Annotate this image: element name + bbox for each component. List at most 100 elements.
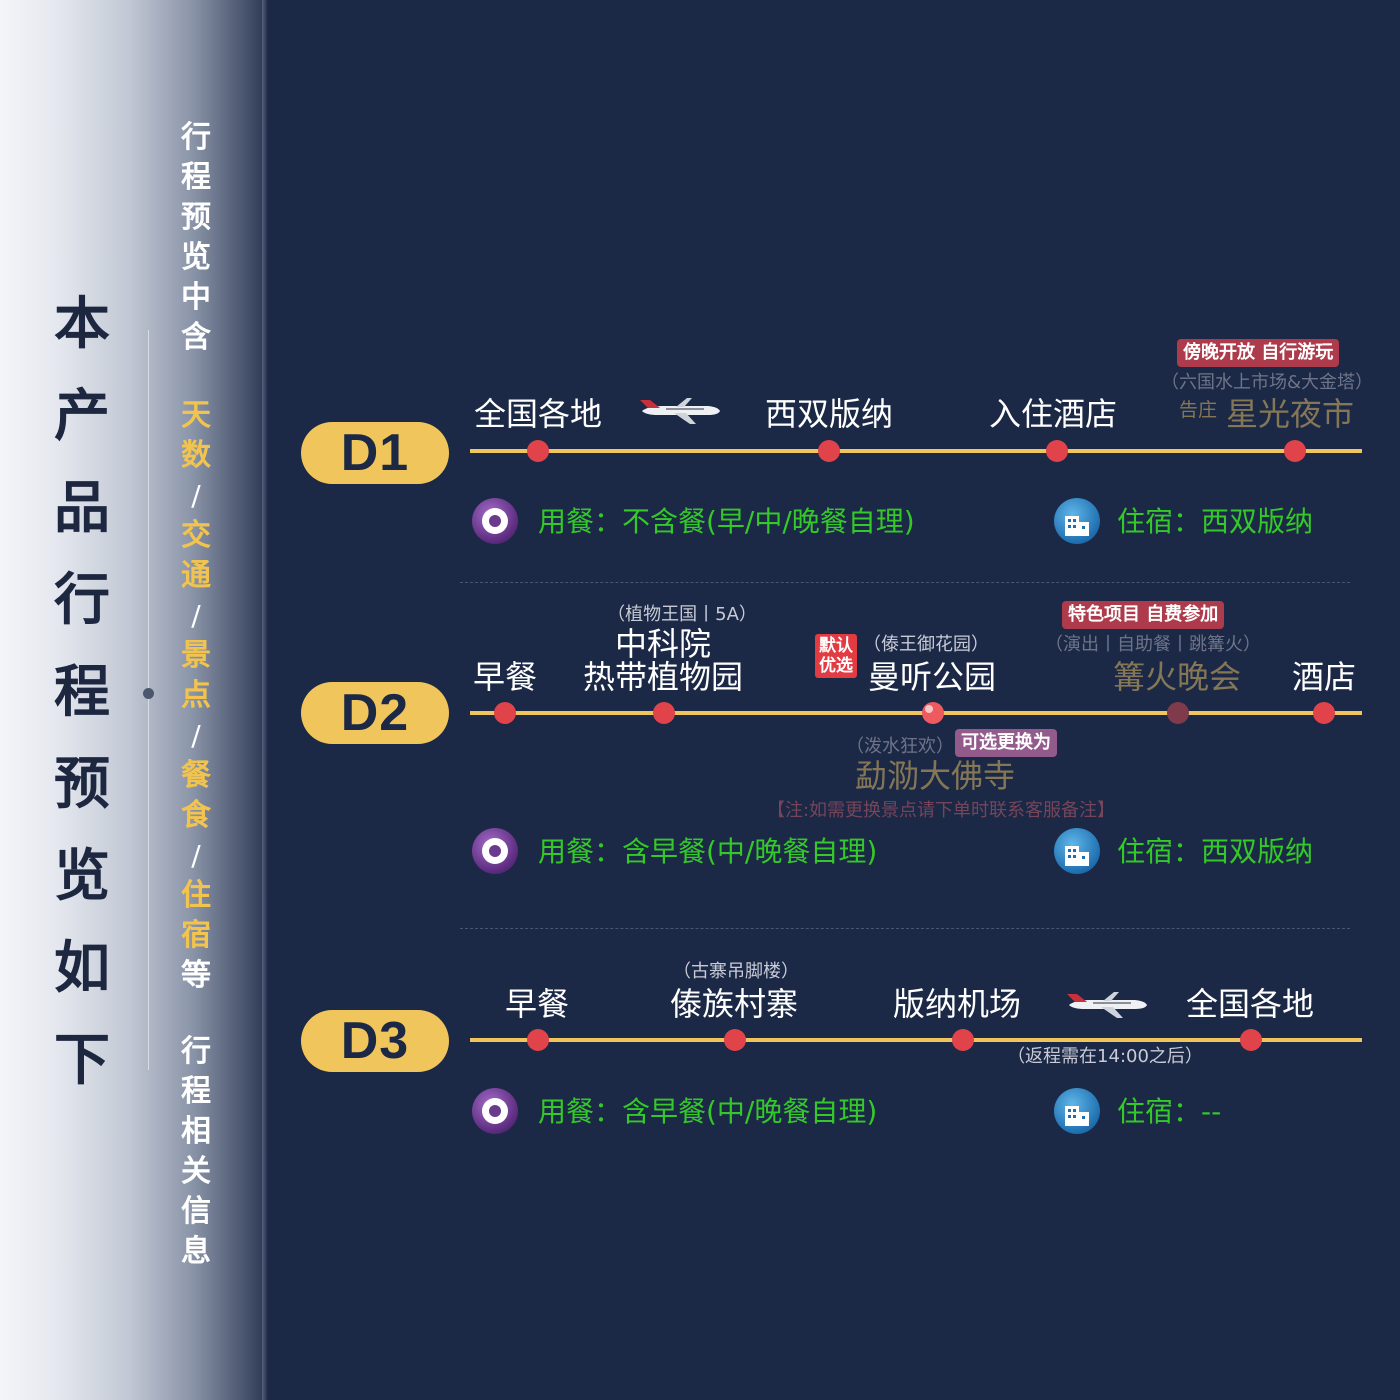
subtitle-char: 交 bbox=[181, 518, 211, 553]
stop-note: （泼水狂欢） bbox=[846, 736, 954, 757]
timeline-dot bbox=[1046, 440, 1068, 462]
stay-info: 住宿：西双版纳 bbox=[1117, 505, 1314, 538]
subtitle-char: 行 bbox=[181, 1034, 211, 1069]
subtitle-char: 食 bbox=[181, 798, 211, 833]
subtitle-char: 点 bbox=[181, 678, 211, 713]
subtitle-char: 景 bbox=[181, 638, 211, 673]
subtitle-char: 天 bbox=[181, 398, 211, 433]
subtitle-char: 宿 bbox=[181, 918, 211, 953]
subtitle-categories: 天数 / 交通 / 景点 / 餐食 / 住宿等 bbox=[176, 396, 216, 996]
subtitle-char: / bbox=[191, 839, 201, 872]
stop-label: 早餐 bbox=[472, 658, 538, 696]
subtitle-bottom: 行程相关信息 bbox=[176, 1032, 216, 1272]
subtitle-char: 数 bbox=[181, 438, 211, 473]
subtitle-char: 预 bbox=[181, 200, 211, 235]
stop-label: 早餐 bbox=[504, 985, 570, 1023]
stop-label: 星光夜市 bbox=[1225, 395, 1355, 433]
timeline-dot bbox=[494, 702, 516, 724]
timeline-dot bbox=[1240, 1029, 1262, 1051]
subtitle-char: 相 bbox=[181, 1114, 211, 1149]
meal-info: 用餐：不含餐(早/中/晚餐自理) bbox=[538, 505, 915, 538]
dining-icon bbox=[472, 498, 518, 544]
day-badge: D1 bbox=[301, 422, 449, 484]
timeline-dot bbox=[1167, 702, 1189, 724]
subtitle-char: 信 bbox=[181, 1194, 211, 1229]
dining-icon bbox=[472, 1088, 518, 1134]
timeline-dot bbox=[952, 1029, 974, 1051]
hotel-icon bbox=[1054, 1088, 1100, 1134]
page-title: 本产品行程预览如下 bbox=[50, 278, 114, 1106]
section-divider bbox=[460, 928, 1350, 929]
timeline-dot bbox=[527, 440, 549, 462]
timeline-dot bbox=[724, 1029, 746, 1051]
stop-note: （返程需在14:00之后） bbox=[1007, 1046, 1203, 1067]
hotel-icon bbox=[1054, 828, 1100, 874]
subtitle-char: / bbox=[191, 719, 201, 752]
subtitle-char: 息 bbox=[181, 1234, 211, 1269]
meal-info: 用餐：含早餐(中/晚餐自理) bbox=[538, 835, 878, 868]
subtitle-char: 行 bbox=[181, 120, 211, 155]
stop-label: 曼听公园 bbox=[867, 658, 997, 696]
subtitle-char: 程 bbox=[181, 1074, 211, 1109]
timeline-line bbox=[470, 711, 1362, 715]
location-prefix: 告庄 bbox=[1179, 399, 1218, 421]
subtitle-char: 览 bbox=[181, 240, 211, 275]
subtitle-char: 中 bbox=[181, 280, 211, 315]
stop-label: 傣族村寨 bbox=[669, 985, 799, 1023]
timeline-line bbox=[470, 449, 1362, 453]
alternative-tag: 可选更换为 bbox=[955, 729, 1057, 757]
timeline-line bbox=[470, 1038, 1362, 1042]
stop-note: （六国水上市场&大金塔） bbox=[1160, 372, 1374, 393]
dining-icon bbox=[472, 828, 518, 874]
stay-info: 住宿：-- bbox=[1117, 1095, 1222, 1128]
stop-label: 全国各地 bbox=[1185, 985, 1315, 1023]
stop-label: 热带植物园 bbox=[582, 658, 744, 696]
subtitle-char: 住 bbox=[181, 878, 211, 913]
airplane-icon bbox=[640, 398, 720, 424]
timeline-dot bbox=[922, 702, 944, 724]
timeline-dot bbox=[1284, 440, 1306, 462]
title-char: 下 bbox=[54, 1027, 110, 1093]
subtitle-char: / bbox=[191, 479, 201, 512]
subtitle-char: 通 bbox=[181, 558, 211, 593]
subtitle-char: 程 bbox=[181, 160, 211, 195]
title-char: 程 bbox=[54, 659, 110, 725]
divider-dot bbox=[143, 688, 154, 699]
subtitle-top: 行程预览中含 bbox=[176, 118, 216, 358]
subtitle-char: 餐 bbox=[181, 758, 211, 793]
airplane-icon bbox=[1067, 992, 1147, 1018]
subtitle-char: / bbox=[191, 599, 201, 632]
title-char: 览 bbox=[54, 843, 110, 909]
stop-label: 篝火晚会 bbox=[1112, 658, 1242, 696]
feature-tag: 傍晚开放 自行游玩 bbox=[1177, 339, 1340, 367]
stop-label: 全国各地 bbox=[473, 395, 603, 433]
feature-tag: 特色项目 自费参加 bbox=[1062, 601, 1225, 629]
timeline-dot bbox=[527, 1029, 549, 1051]
stop-label: 入住酒店 bbox=[988, 395, 1118, 433]
change-note: 【注:如需更换景点请下单时联系客服备注】 bbox=[766, 800, 1116, 821]
timeline-dot bbox=[653, 702, 675, 724]
title-char: 行 bbox=[54, 567, 110, 633]
stop-label: 西双版纳 bbox=[764, 395, 894, 433]
title-char: 产 bbox=[54, 383, 110, 449]
left-panel: 本产品行程预览如下 行程预览中含 天数/交通/景点/餐食/住宿等 行程相关信息 bbox=[0, 0, 268, 1400]
section-divider bbox=[460, 582, 1350, 583]
timeline-dot bbox=[1313, 702, 1335, 724]
stop-label: 版纳机场 bbox=[892, 985, 1022, 1023]
alternative-stop: 勐泐大佛寺 bbox=[854, 757, 1016, 795]
divider-line bbox=[148, 330, 149, 1070]
subtitle-char: 含 bbox=[181, 320, 211, 355]
stop-note: （傣王御花园） bbox=[863, 634, 989, 655]
subtitle-char: 关 bbox=[181, 1154, 211, 1189]
stop-label: 酒店 bbox=[1291, 658, 1357, 696]
title-char: 如 bbox=[54, 935, 110, 1001]
timeline-dot bbox=[818, 440, 840, 462]
stop-note: （植物王国丨5A） bbox=[607, 604, 757, 625]
stop-note: （古寨吊脚楼） bbox=[673, 961, 799, 982]
meal-info: 用餐：含早餐(中/晚餐自理) bbox=[538, 1095, 878, 1128]
preferred-badge: 默认优选 bbox=[815, 634, 857, 678]
subtitle-char: 等 bbox=[181, 958, 211, 993]
stop-label: 中科院 bbox=[614, 625, 712, 663]
title-char: 本 bbox=[54, 291, 110, 357]
day-badge: D3 bbox=[301, 1010, 449, 1072]
